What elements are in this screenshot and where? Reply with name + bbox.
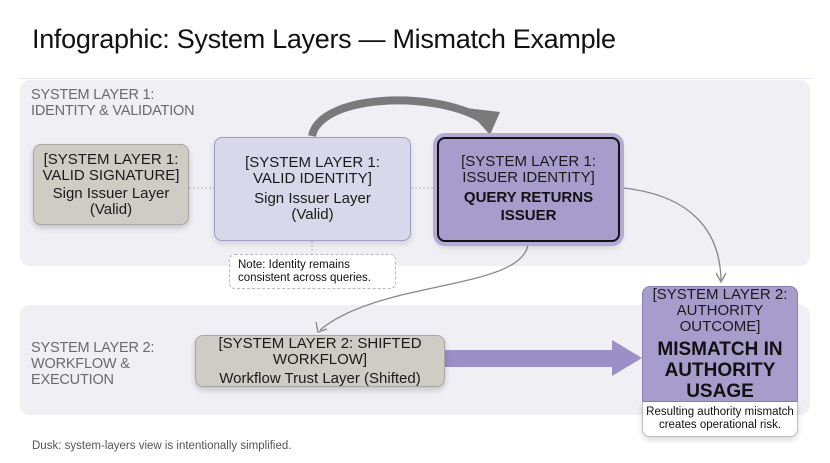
node-emphasis: AUTHORITY [664, 359, 776, 381]
node-issuer-identity[interactable]: [SYSTEM LAYER 1: ISSUER IDENTITY] QUERY … [437, 137, 620, 242]
band-label-line: EXECUTION [31, 372, 114, 388]
outcome-caption: Resulting authority mismatch creates ope… [642, 402, 798, 437]
page-title: Infographic: System Layers — Mismatch Ex… [32, 24, 616, 54]
caption-text: Resulting authority mismatch [646, 406, 794, 418]
band-label-layer-1: SYSTEM LAYER 1: IDENTITY & VALIDATION [31, 87, 195, 119]
band-label-layer-2: SYSTEM LAYER 2: WORKFLOW & EXECUTION [31, 340, 154, 388]
node-shifted-workflow[interactable]: [SYSTEM LAYER 2: SHIFTED WORKFLOW] Workf… [195, 335, 445, 387]
node-header: [SYSTEM LAYER 2: SHIFTED WORKFLOW] [218, 334, 422, 368]
band-label-line: IDENTITY & VALIDATION [31, 103, 195, 119]
note-callout: Note: Identity remains consistent across… [229, 254, 396, 289]
node-header: ISSUER IDENTITY] [462, 169, 595, 186]
node-header: [SYSTEM LAYER 1: [461, 153, 596, 170]
note-text: Note: Identity remains [238, 259, 350, 271]
node-subtitle: Workflow Trust Layer (Shifted) [219, 369, 421, 387]
node-header: VALID SIGNATURE] [42, 166, 180, 184]
title-divider [18, 78, 812, 79]
node-emphasis: MISMATCH IN [657, 338, 783, 360]
band-label-line: WORKFLOW & [31, 356, 130, 372]
caption-text: creates operational risk. [658, 419, 782, 431]
node-subtitle: Sign Issuer Layer [52, 184, 170, 202]
node-header: [SYSTEM LAYER 2: [652, 285, 788, 303]
band-label-line: SYSTEM LAYER 2: [31, 340, 155, 356]
footer-note: Dusk: system-layers view is intentionall… [32, 440, 292, 452]
arrow-head-outcome [715, 272, 727, 284]
node-valid-identity[interactable]: [SYSTEM LAYER 1: VALID IDENTITY] Sign Is… [214, 137, 411, 241]
note-text: consistent across queries. [238, 272, 371, 284]
node-header: AUTHORITY OUTCOME] [676, 301, 764, 335]
node-subtitle: (Valid) [89, 200, 133, 218]
node-header: VALID IDENTITY] [253, 170, 372, 187]
band-label-line: SYSTEM LAYER 1: [31, 87, 155, 103]
node-header: [SYSTEM LAYER 1: [245, 154, 380, 171]
node-emphasis: USAGE [686, 380, 754, 402]
node-authority-outcome[interactable]: [SYSTEM LAYER 2: AUTHORITY OUTCOME] MISM… [642, 286, 798, 402]
node-valid-signature[interactable]: [SYSTEM LAYER 1: VALID SIGNATURE] Sign I… [33, 144, 189, 225]
node-subtitle: (Valid) [291, 206, 334, 223]
node-emphasis: ISSUER [500, 207, 557, 224]
node-emphasis: QUERY RETURNS [463, 189, 594, 206]
node-header: [SYSTEM LAYER 1: [43, 150, 179, 168]
node-subtitle: Sign Issuer Layer [254, 190, 371, 207]
